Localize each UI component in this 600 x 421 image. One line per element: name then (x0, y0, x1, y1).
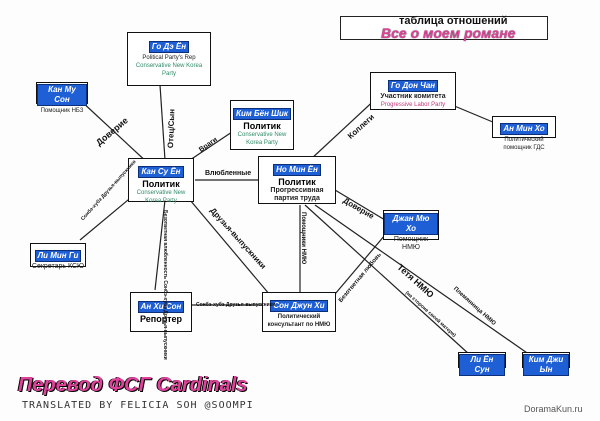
person-no-min-yeong: Но Мин Ён Политик Прогрессивная партия т… (258, 156, 336, 204)
name-tag: Но Мин Ён (273, 164, 321, 176)
role: Репортер (139, 314, 182, 324)
person-kang-mu-seon: Кан Му Сон Помощник НБЗ (36, 82, 88, 114)
name-tag: Ли Ён Сун (459, 354, 505, 376)
line-no-godong (309, 94, 381, 161)
name-tag: Ким Бён Шик (233, 108, 291, 120)
party: Progressive Labor Party (380, 102, 446, 108)
line-kim-godae (159, 84, 166, 161)
person-assistant-nmy: Джан Мю Хо Помощник НМЮ (383, 210, 439, 251)
name-tag: Сон Джун Хи (270, 300, 328, 312)
party: Conservative New Korea Party (135, 63, 203, 77)
person-reporter: Ан Хи Сон Репортер (130, 292, 192, 332)
header-box: таблица отношений Все о моем романе (340, 15, 548, 41)
name-tag: Ким Джи Ын (523, 354, 569, 376)
role: Политический консультант по НМЮ (267, 314, 331, 328)
role: Участник комитета (380, 93, 446, 100)
watermark: DoramaKun.ru (524, 404, 583, 414)
party: Conservative New Korea Party (136, 190, 186, 204)
header-subtitle: таблица отношений (399, 15, 508, 27)
role: Political Party's Rep (142, 55, 196, 61)
role: Помощник НБЗ (40, 108, 84, 114)
label-sunbae-hubae-3: Сонбэ-хубэ Друзья-выпускники (196, 302, 276, 308)
role: Политический помощник ГДС (503, 137, 545, 151)
person-go-dong-chan: Го Дон Чан Участник комитета Progressive… (370, 72, 456, 110)
person-secretary: Ли Мин Ги Секретарь КСЮ (30, 243, 86, 270)
party: Conservative New Korea Party (237, 132, 287, 146)
name-tag: Ли Мин Ги (34, 250, 82, 262)
line-kim-kimbs (189, 129, 236, 161)
line-kim-reporter (154, 199, 166, 291)
line-kim-consultant (189, 199, 271, 296)
person-aunt-a: Ли Ён Сун (458, 352, 506, 376)
party: Прогрессивная партия труда (270, 187, 324, 202)
name-tag: Кан Су Ён (138, 166, 184, 178)
person-consultant: Сон Джун Хи Политический консультант по … (262, 292, 336, 332)
header-title: Все о моем романе (381, 25, 516, 41)
role: Политик (278, 177, 316, 187)
name-tag: Джан Мю Хо (384, 213, 438, 235)
name-tag: Ан Хи Сон (137, 301, 185, 313)
person-kim-su-yeong: Кан Су Ён Политик Conservative New Korea… (128, 158, 194, 204)
name-tag: Го Дон Чан (387, 80, 439, 92)
person-aunt-b: Ким Джи Ын (522, 352, 570, 376)
line-no-assistant (334, 189, 386, 221)
role: Политик (243, 121, 281, 131)
credit-translator: TRANSLATED BY FELICIA SOH @SOOMPI (22, 400, 254, 411)
name-tag: Ан Мин Хо (500, 123, 548, 135)
credit-title: Перевод ФСГ Cardinals (18, 374, 248, 396)
person-go-dae-yeong: Го Дэ Ён Political Party's Rep Conservat… (127, 32, 211, 86)
label-father-son: Отец/Сын (166, 108, 177, 149)
line-no-auntb (314, 204, 531, 356)
role: Секретарь КСЮ (31, 263, 85, 270)
person-kim-byeong-sik: Ким Бён Шик Политик Conservative New Kor… (230, 100, 294, 150)
role: Политик (142, 179, 180, 189)
line-no-aunta (304, 204, 471, 356)
label-sunbae-hubae-2: Безответная влюбленность Сонбэ-хубэ Друз… (162, 210, 168, 360)
label-helpers-nmy: Помощники НМЮ (300, 212, 306, 265)
person-woo-min-ho: Ан Мин Хо Политический помощник ГДС (492, 116, 556, 151)
name-tag: Го Дэ Ён (148, 41, 190, 53)
line-consultant-assistant (329, 234, 386, 301)
name-tag: Кан Му Сон (37, 84, 87, 106)
label-in-love: Влюбленные (205, 170, 252, 177)
role: Помощник НМЮ (393, 236, 429, 251)
line-kim-kang (79, 99, 151, 166)
